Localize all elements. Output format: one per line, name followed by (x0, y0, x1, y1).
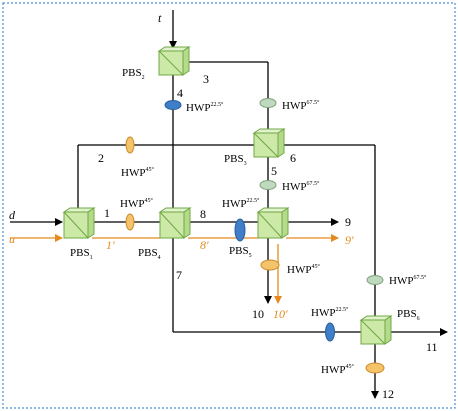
port-5: 5 (271, 164, 277, 178)
input-label-d: d (9, 208, 16, 222)
port-11: 11 (426, 340, 438, 354)
port-4: 4 (177, 86, 183, 100)
hwp-label-45-output12: HWP45° (321, 363, 354, 376)
input-label-u: u (9, 232, 15, 246)
port-6: 6 (290, 151, 296, 165)
port-10-prime: 10′ (273, 307, 288, 321)
pbs-cube-5 (256, 207, 290, 239)
hwp-45-plate-arm1 (125, 213, 135, 231)
pbs3-label: PBS3 (224, 153, 247, 167)
port-1: 1 (104, 206, 110, 220)
pbs-cube-2 (157, 46, 191, 76)
pbs1-label: PBS1 (70, 247, 93, 261)
port-10: 10 (252, 307, 264, 321)
pbs-cube-4 (158, 207, 192, 239)
port-2: 2 (98, 151, 104, 165)
hwp-label-22-5-middle: HWP22.5° (222, 197, 260, 210)
port-7: 7 (176, 268, 182, 282)
port-12: 12 (382, 387, 394, 401)
hwp-label-67-5-mid: HWP67.5° (282, 180, 320, 193)
hwp-label-67-5-right: HWP67.5° (389, 274, 427, 287)
pbs-cube-3 (252, 128, 286, 158)
hwp-label-45-loop: HWP45° (121, 166, 154, 179)
hwp-67-5-plate-right (366, 275, 384, 285)
hwp-label-45-output10: HWP45° (287, 263, 320, 276)
port-1-prime: 1′ (106, 238, 115, 252)
hwp-label-22-5-upper: HWP22.5° (186, 101, 224, 114)
input-label-t: t (158, 11, 162, 25)
hwp-label-22-5-bottom: HWP22.5° (311, 306, 349, 319)
port-8: 8 (200, 207, 206, 221)
pbs4-label: PBS4 (138, 247, 161, 261)
port-9-prime: 9′ (345, 233, 354, 247)
hwp-67-5-plate-top (259, 98, 277, 108)
port-8-prime: 8′ (200, 238, 209, 252)
pbs-cube-6 (359, 315, 393, 345)
port-3: 3 (203, 72, 209, 86)
hwp-22-5-plate-bottom (325, 322, 335, 342)
port-9: 9 (345, 215, 351, 229)
hwp-45-plate-loop (125, 136, 135, 154)
hwp-22-5-plate-upper (164, 100, 182, 110)
pbs5-label: PBS5 (229, 245, 252, 259)
hwp-label-45-arm1: HWP45° (120, 197, 153, 210)
pbs2-label: PBS2 (122, 67, 145, 81)
hwp-45-plate-output10 (260, 259, 280, 271)
hwp-67-5-plate-mid (259, 180, 277, 190)
orange-beam-paths (10, 234, 339, 304)
pbs6-label: PBS6 (397, 308, 420, 322)
hwp-label-67-5-top: HWP67.5° (282, 99, 320, 112)
hwp-45-plate-output12 (365, 362, 385, 374)
hwp-22-5-plate-middle (234, 218, 246, 242)
black-beam-paths (10, 10, 448, 399)
pbs-cube-1 (62, 207, 96, 239)
